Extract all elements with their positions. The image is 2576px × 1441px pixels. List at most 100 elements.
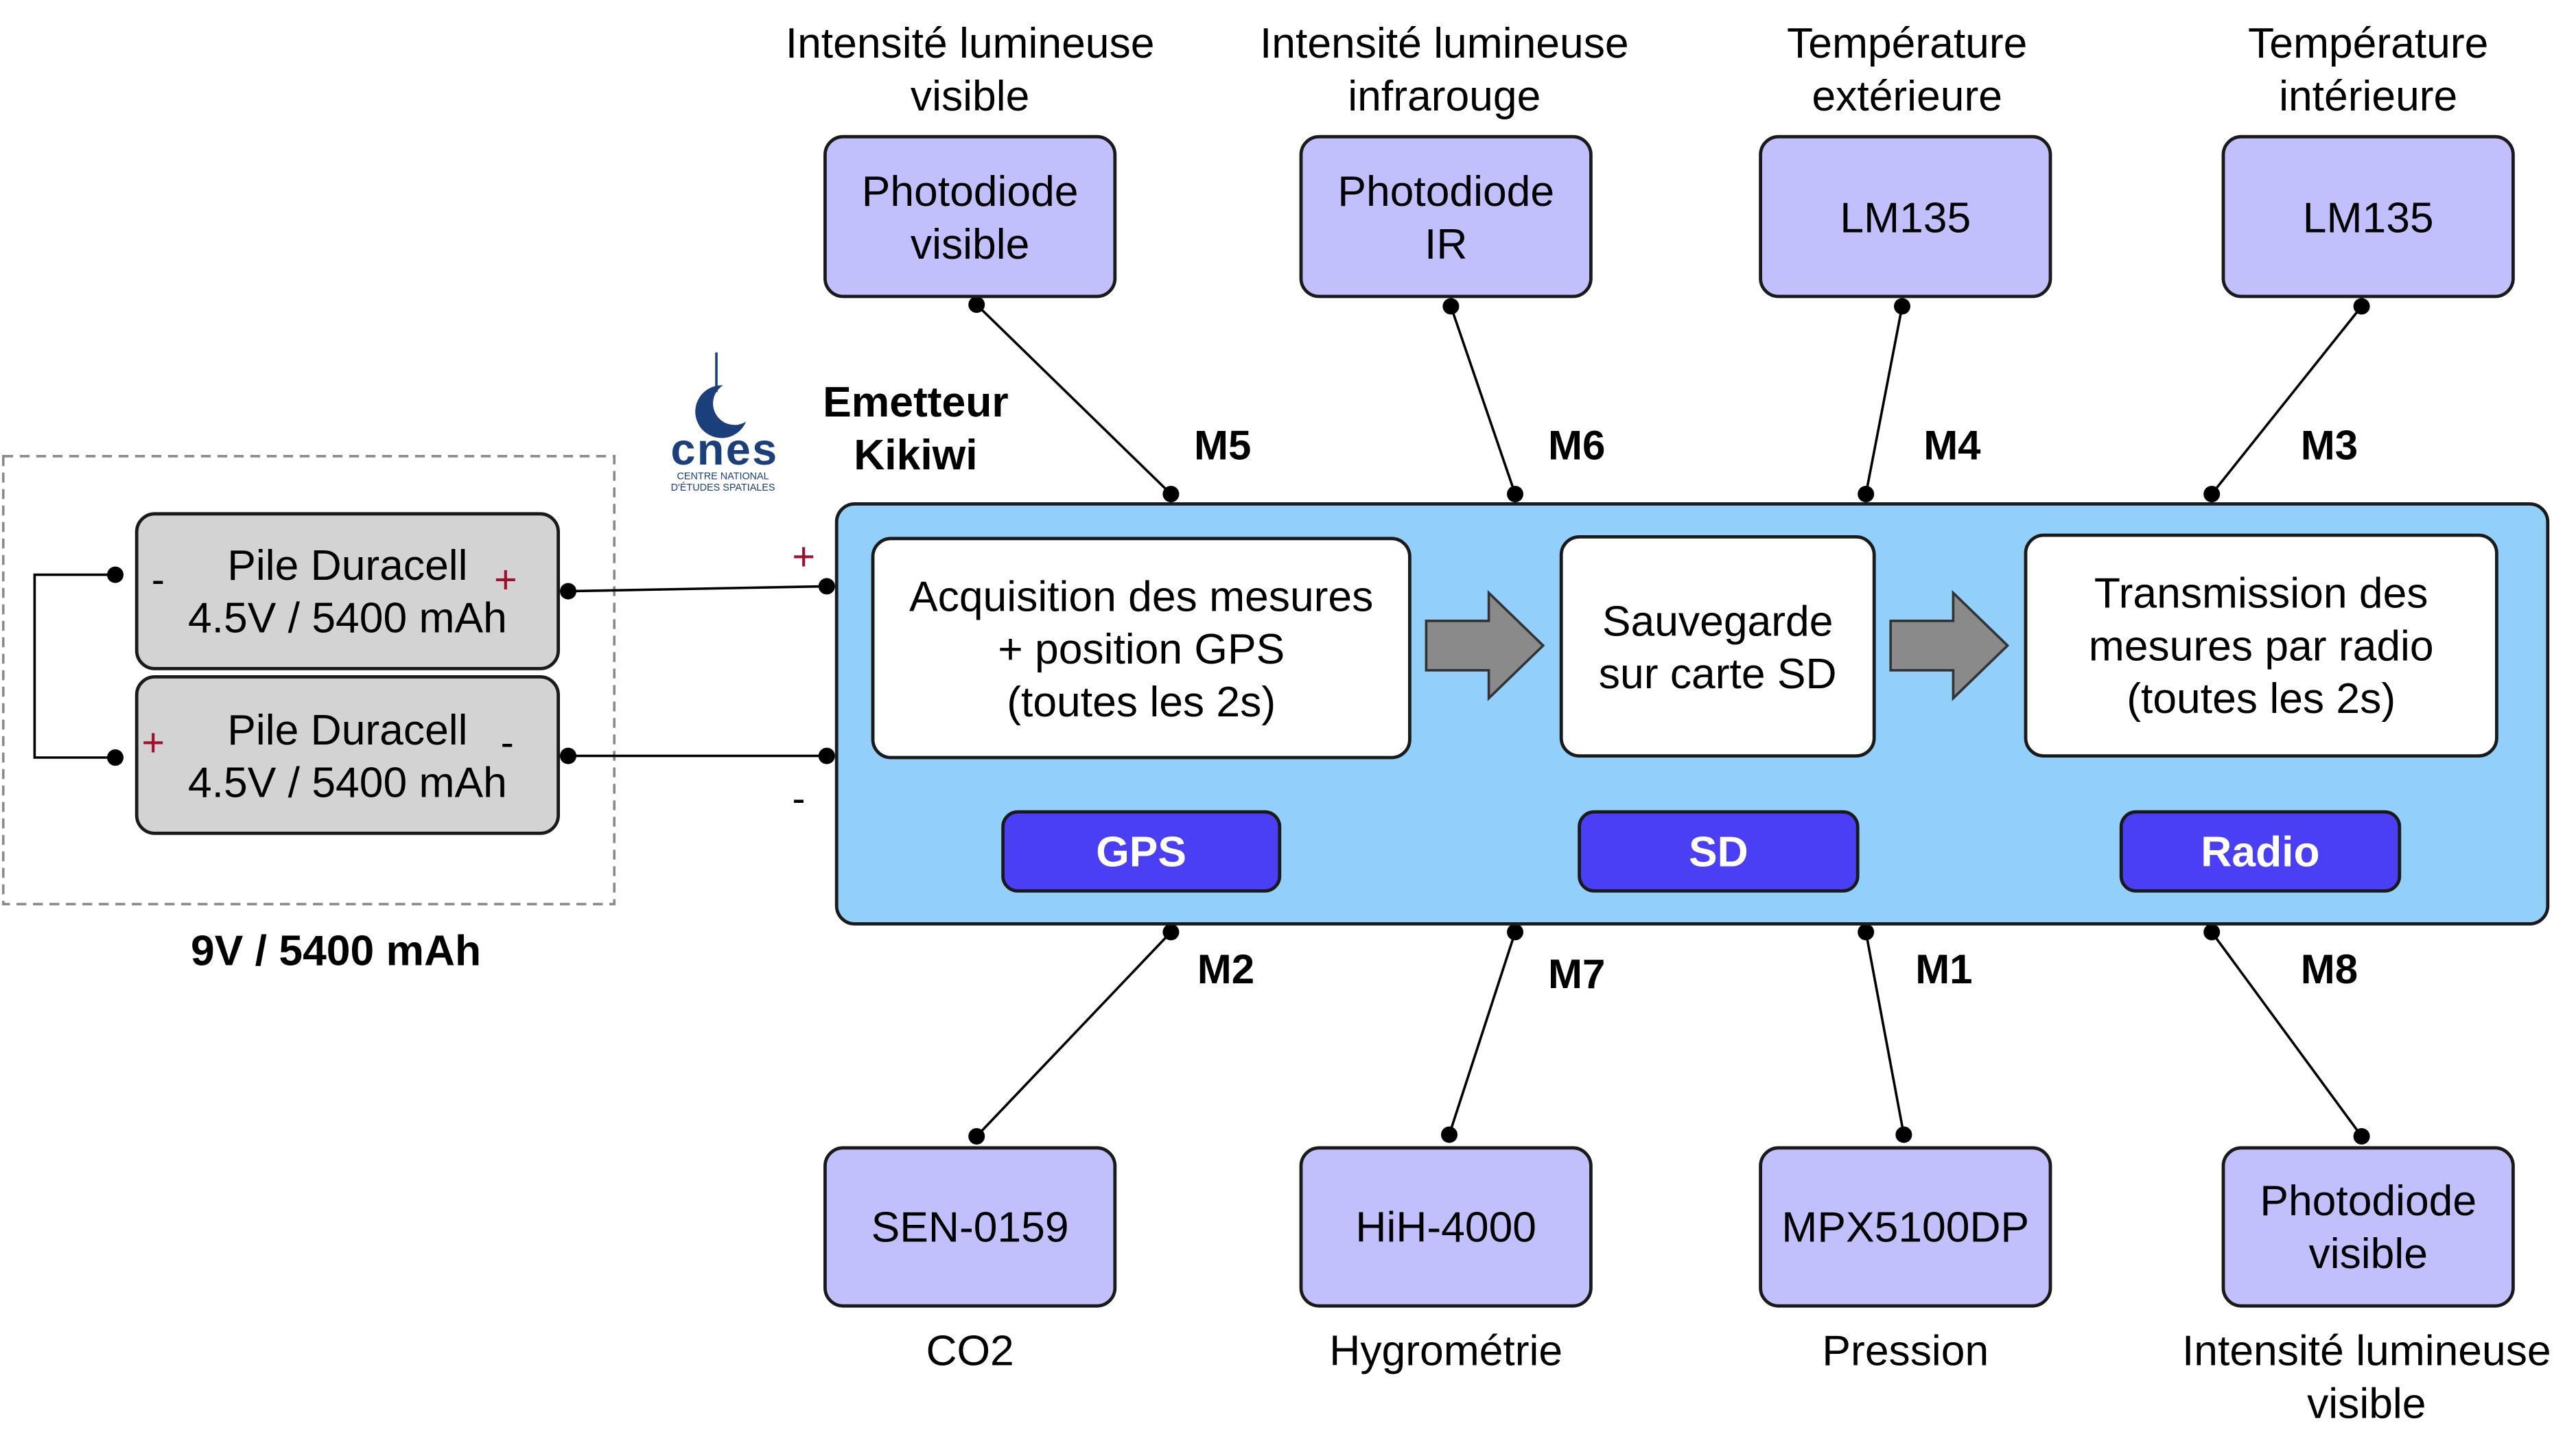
battery-pack-enclosure xyxy=(2,455,616,906)
flow-arrow-icon xyxy=(1889,589,2010,701)
cnes-logo-text: cnes xyxy=(670,425,779,475)
measure-label-infrared-light: Intensité lumineuse infrarouge xyxy=(1230,16,1659,122)
measure-label-pressure: Pression xyxy=(1741,1324,2070,1377)
sensor-name-line: visible xyxy=(910,218,1030,268)
cnes-logo-subtext-line2: D'ÉTUDES SPATIALES xyxy=(670,484,775,494)
sensor-name-line: HiH-4000 xyxy=(1355,1202,1536,1252)
measure-label-line: Hygrométrie xyxy=(1329,1326,1563,1376)
stage-sd-save-line1: Sauvegarde xyxy=(1602,595,1834,645)
cnes-logo: cnes CENTRE NATIONAL D'ÉTUDES SPATIALES xyxy=(647,349,799,507)
wire-m5 xyxy=(975,303,1172,495)
stage-radio-line3: (toutes les 2s) xyxy=(2127,673,2396,723)
module-radio: Radio xyxy=(2119,810,2402,893)
sensor-sen-0159: SEN-0159 xyxy=(823,1146,1117,1308)
flow-arrow-icon xyxy=(1425,589,1545,701)
sensor-name-line: LM135 xyxy=(1840,191,1971,242)
module-sd: SD xyxy=(1578,810,1860,893)
battery-cell-2-minus-terminal: - xyxy=(500,721,514,766)
port-label-m5: M5 xyxy=(1194,423,1252,469)
sensor-name-line: MPX5100DP xyxy=(1781,1202,2030,1252)
sensor-lm135-outside: LM135 xyxy=(1759,134,2052,298)
sensor-name-line: Photodiode xyxy=(861,165,1079,215)
measure-label-inside-temperature: Température intérieure xyxy=(2170,16,2566,122)
measure-label-line: visible xyxy=(2307,1378,2426,1428)
battery-cell-2-spec: 4.5V / 5400 mAh xyxy=(187,756,507,806)
series-link-wire xyxy=(33,573,116,759)
transmitter-minus-input: - xyxy=(792,777,806,822)
sensor-photodiode-ir: Photodiode IR xyxy=(1299,134,1593,298)
module-gps: GPS xyxy=(1001,810,1282,893)
measure-label-line: CO2 xyxy=(926,1326,1014,1376)
wire-m2 xyxy=(975,931,1172,1138)
cnes-logo-icon xyxy=(695,352,747,438)
stage-acquisition-line1: Acquisition des mesures xyxy=(909,570,1374,620)
wire-m8 xyxy=(2210,931,2363,1138)
measure-label-line: Pression xyxy=(1822,1326,1989,1376)
wire-m7 xyxy=(1448,931,1517,1136)
stage-acquisition: Acquisition des mesures + position GPS (… xyxy=(871,537,1412,760)
measure-label-humidity: Hygrométrie xyxy=(1281,1324,1611,1377)
sensor-name-line: LM135 xyxy=(2302,191,2434,242)
stage-sd-save: Sauvegarde sur carte SD xyxy=(1559,535,1876,758)
measure-label-line: visible xyxy=(910,71,1030,121)
battery-cell-1-plus-terminal: + xyxy=(494,558,517,603)
supply-plus-wire xyxy=(567,585,827,593)
wire-m1 xyxy=(1864,932,1906,1135)
measure-label-visible-light-bottom: Intensité lumineuse visible xyxy=(2161,1324,2573,1430)
measure-label-line: Intensité lumineuse xyxy=(785,18,1155,68)
stage-radio-line1: Transmission des xyxy=(2094,568,2428,618)
battery-pack-label: 9V / 5400 mAh xyxy=(191,925,482,975)
port-label-m7: M7 xyxy=(1548,952,1606,998)
battery-cell-1-minus-terminal: - xyxy=(151,558,165,603)
transmitter-title: Emetteur Kikiwi xyxy=(807,375,1024,481)
battery-cell-2-plus-terminal: + xyxy=(141,721,165,766)
sensor-photodiode-visible-bottom: Photodiode visible xyxy=(2221,1146,2515,1308)
battery-cell-1-label: Pile Duracell xyxy=(227,540,468,590)
wire-m6 xyxy=(1449,305,1517,495)
port-label-m3: M3 xyxy=(2300,423,2358,469)
sensor-name-line: Photodiode xyxy=(2260,1175,2477,1226)
measure-label-line: intérieure xyxy=(2279,71,2458,121)
stage-acquisition-line3: (toutes les 2s) xyxy=(1007,676,1276,726)
sensor-hih-4000: HiH-4000 xyxy=(1299,1146,1593,1308)
cnes-logo-subtext: CENTRE NATIONAL D'ÉTUDES SPATIALES xyxy=(647,473,799,496)
measure-label-line: extérieure xyxy=(1812,71,2002,121)
sensor-name-line: SEN-0159 xyxy=(871,1202,1069,1252)
sensor-lm135-inside: LM135 xyxy=(2221,134,2515,298)
port-label-m6: M6 xyxy=(1548,423,1606,469)
sensor-name-line: visible xyxy=(2308,1228,2428,1278)
sensor-name-line: Photodiode xyxy=(1337,165,1555,215)
measure-label-line: infrarouge xyxy=(1348,71,1541,121)
sensor-name-line: IR xyxy=(1425,218,1468,268)
port-label-m2: M2 xyxy=(1197,947,1255,994)
measure-label-line: Température xyxy=(2248,18,2489,68)
measure-label-line: Intensité lumineuse xyxy=(2181,1326,2551,1376)
measure-label-co2: CO2 xyxy=(806,1324,1135,1377)
measure-label-visible-light: Intensité lumineuse visible xyxy=(756,16,1184,122)
battery-cell-1-spec: 4.5V / 5400 mAh xyxy=(187,593,507,643)
battery-cell-1: Pile Duracell 4.5V / 5400 mAh xyxy=(134,512,561,670)
wire-m3 xyxy=(2210,305,2363,495)
transmitter-title-line1: Emetteur xyxy=(823,377,1009,427)
battery-cell-2-label: Pile Duracell xyxy=(227,704,468,753)
wire-m4 xyxy=(1864,306,1904,495)
stage-sd-save-line2: sur carte SD xyxy=(1598,648,1837,698)
stage-radio-transmission: Transmission des mesures par radio (tout… xyxy=(2024,533,2498,758)
measure-label-line: Température xyxy=(1787,18,2028,68)
connection-dots xyxy=(107,296,2370,1145)
stage-radio-line2: mesures par radio xyxy=(2088,620,2434,670)
port-label-m1: M1 xyxy=(1915,947,1973,994)
battery-cell-2: Pile Duracell 4.5V / 5400 mAh xyxy=(134,675,561,835)
stage-acquisition-line2: + position GPS xyxy=(998,623,1285,673)
sensor-photodiode-visible-top: Photodiode visible xyxy=(823,134,1117,298)
sensor-mpx5100dp: MPX5100DP xyxy=(1759,1146,2052,1308)
transmitter-title-line2: Kikiwi xyxy=(854,430,978,480)
measure-label-line: Intensité lumineuse xyxy=(1259,18,1629,68)
transmitter-plus-input: + xyxy=(792,535,816,580)
port-label-m8: M8 xyxy=(2300,947,2358,994)
measure-label-outside-temperature: Température extérieure xyxy=(1709,16,2105,122)
port-label-m4: M4 xyxy=(1923,423,1981,469)
cnes-logo-subtext-line1: CENTRE NATIONAL xyxy=(677,472,769,483)
